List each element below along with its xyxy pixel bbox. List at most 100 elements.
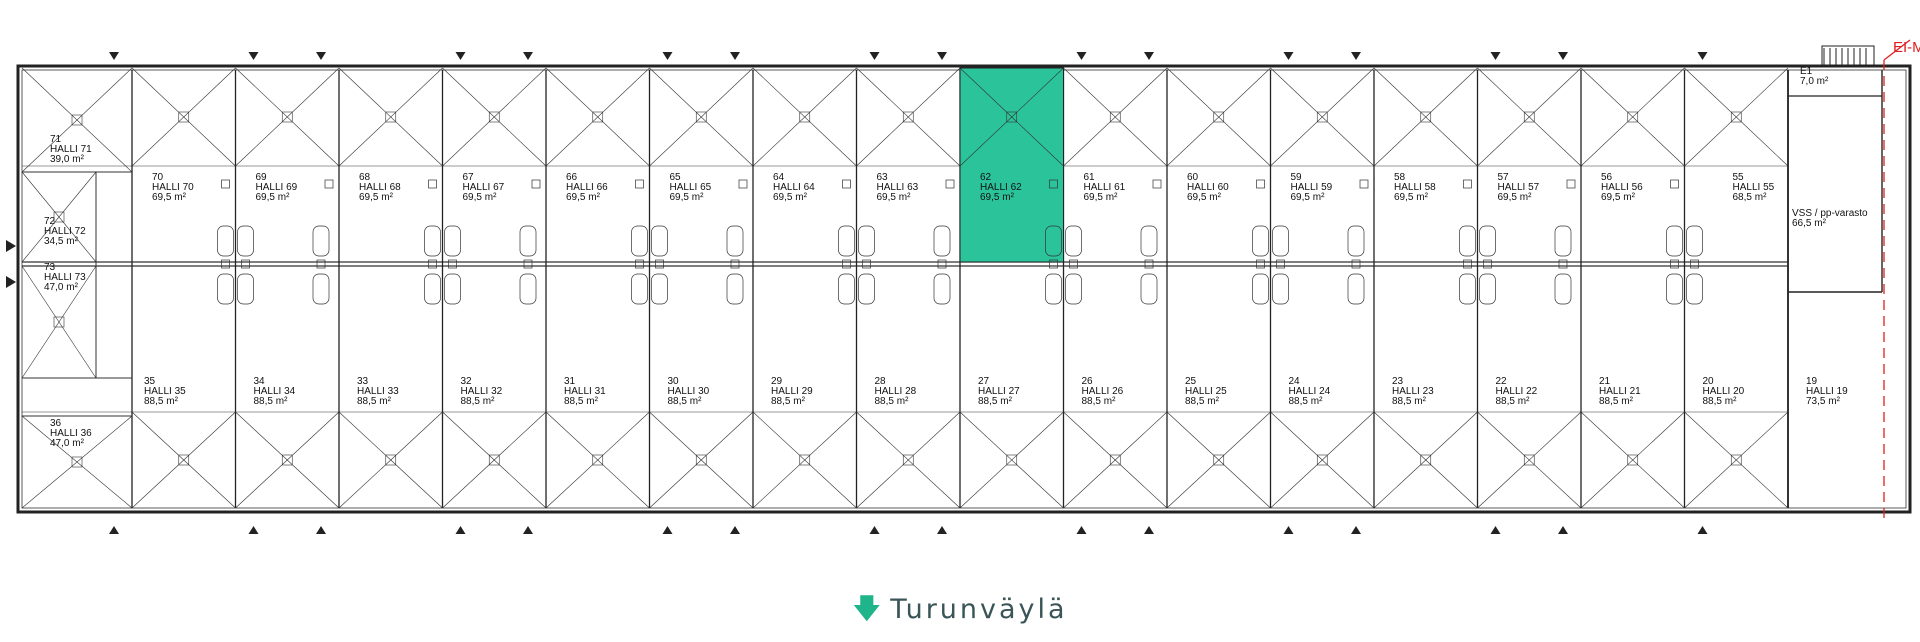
label-line: 88,5 m² [357,396,392,407]
skylight-mark [1109,454,1121,466]
sink-fixture [862,259,871,269]
outlet-box [324,179,334,189]
label-line: HALLI 25 [1185,386,1227,397]
sink-fixture [842,259,851,269]
door-arrow-bottom [937,526,947,534]
arrow-down-icon: 🡇 [852,592,885,625]
outlet-box [428,179,437,189]
sink-fixture [241,259,250,269]
door-arrow-top [1490,52,1501,60]
label-line: HALLI 73 [44,272,86,283]
label-line: HALLI 58 [1394,182,1436,193]
label-line: HALLI 66 [566,182,608,193]
label-line: 88,5 m² [144,396,179,407]
skylight-mark [695,454,707,466]
label-line: HALLI 70 [152,182,194,193]
label-line: 72 [44,216,56,227]
skylight-mark [1627,454,1639,466]
label-line: 57 [1498,172,1510,183]
label-line: HALLI 64 [773,182,815,193]
sink-fixture [1256,259,1265,269]
outlet-box [842,179,851,189]
label-line: 69,5 m² [1291,192,1326,203]
door-arrow-bottom [1144,526,1154,534]
sink-fixture [655,259,664,269]
door-arrow-bottom [662,526,673,534]
label-line: 69,5 m² [1601,192,1636,203]
skylight-mark [385,454,397,466]
unit-cells[interactable] [959,67,1064,263]
toilet-fixture [1140,225,1158,257]
skylight-mark [71,114,83,126]
roof-cross-top [1166,67,1271,167]
roof-cross-top [1477,67,1582,167]
label-line: HALLI 68 [359,182,401,193]
skylight-mark [71,456,83,468]
sink-fixture [1069,259,1078,269]
door-arrow-top [1283,52,1294,60]
label-line: 27 [978,376,990,387]
label-line: 22 [1496,376,1508,387]
label-line: HALLI 60 [1187,182,1229,193]
sink-fixture [316,259,326,269]
roof-cross-top [856,67,961,167]
door-arrow-top [662,52,673,60]
label-line: 69,5 m² [773,192,808,203]
door-arrow-top [1144,52,1154,60]
door-arrow-top [869,52,880,60]
label-line: HALLI 65 [670,182,712,193]
label-line: 20 [1703,376,1715,387]
roof-cross-top [1270,67,1375,167]
skylight-mark [1730,454,1742,466]
roof-cross-left [21,415,133,509]
roof-cross-bottom [235,411,340,509]
toilet-fixture [1479,273,1496,305]
plan-details [6,39,1911,534]
roof-cross-left [21,265,97,379]
sink-fixture [1483,259,1492,269]
label-line: HALLI 24 [1289,386,1331,397]
door-arrow-bottom [316,526,326,534]
skylight-mark [281,111,293,123]
roof-cross-top [131,67,236,167]
label-line: E1 [1800,66,1813,77]
toilet-fixture [651,273,668,305]
label-line: 69,5 m² [256,192,291,203]
door-arrow-top [1558,52,1568,60]
door-arrow-top [730,52,740,60]
sink-fixture [1276,259,1285,269]
toilet-fixture [424,273,441,305]
label-line: 21 [1599,376,1611,387]
skylight-mark [799,111,811,123]
label-line: 88,5 m² [1392,396,1427,407]
label-line: 26 [1082,376,1094,387]
roof-cross-bottom [1063,411,1168,509]
label-line: 56 [1601,172,1613,183]
label-line: 34,5 m² [44,236,79,247]
label-line: HALLI 63 [877,182,919,193]
toilet-fixture [1686,273,1703,305]
label-line: HALLI 30 [668,386,710,397]
skylight-mark [1213,454,1225,466]
roof-cross-bottom [1684,411,1789,509]
sink-fixture [635,259,644,269]
skylight-mark [1523,454,1535,466]
roof-cross-top [442,67,547,167]
selected-unit-highlight[interactable] [959,67,1064,263]
label-line: HALLI 21 [1599,386,1641,397]
door-arrow-top [248,52,259,60]
door-arrow-bottom [1076,526,1087,534]
door-arrow-bottom [109,526,119,534]
door-arrow-bottom [1351,526,1361,534]
